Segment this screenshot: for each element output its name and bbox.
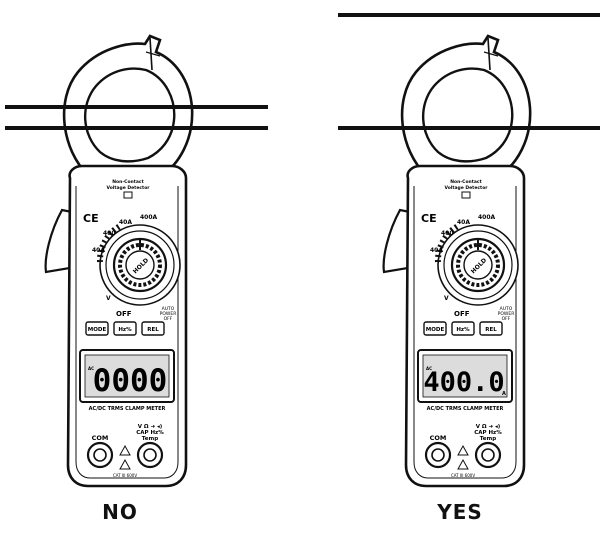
caption-yes: YES <box>437 500 483 524</box>
cat-rating: CAT III 600V <box>451 473 475 478</box>
v-label: CAP Hz% <box>136 430 164 436</box>
left-panel: Non-Contact Voltage Detector CE 400A 40A… <box>5 36 268 486</box>
dial-label: 40A <box>92 247 105 254</box>
sensor-label: Non-Contact <box>450 179 482 185</box>
auto-power-off: OFF <box>502 316 511 322</box>
lcd-reading: 0000 <box>93 363 168 399</box>
v-label: V Ω ➜ ◂) <box>138 424 163 430</box>
lcd-prefix: AC <box>88 366 94 371</box>
mode-button-label: MODE <box>426 327 445 333</box>
lcd-prefix: AC <box>426 366 432 371</box>
off-label: OFF <box>116 310 132 318</box>
auto-power-off: AUTO <box>162 306 175 312</box>
cat-rating: CAT III 600V <box>113 473 137 478</box>
rel-button-label: REL <box>147 327 159 333</box>
dial-label: 400 <box>441 230 454 237</box>
dial-label: V <box>444 295 449 302</box>
com-label: COM <box>430 434 447 442</box>
off-label: OFF <box>454 310 470 318</box>
lcd-unit: A <box>502 391 506 397</box>
model-label: AC/DC TRMS CLAMP METER <box>89 406 166 412</box>
auto-power-off: OFF <box>164 316 173 322</box>
ce-mark: CE <box>83 212 99 225</box>
dial-label: 400 <box>103 230 116 237</box>
auto-power-off: POWER <box>498 311 515 317</box>
sensor-label: Voltage Detector <box>106 185 150 191</box>
dial-label: 400A <box>478 214 496 221</box>
dial-label: 40A <box>430 247 443 254</box>
mode-button-label: MODE <box>88 327 107 333</box>
hz-button-label: Hz% <box>456 327 470 333</box>
ce-mark: CE <box>421 212 437 225</box>
model-label: AC/DC TRMS CLAMP METER <box>427 406 504 412</box>
hz-button-label: Hz% <box>118 327 132 333</box>
sensor-label: Voltage Detector <box>444 185 488 191</box>
v-label: Temp <box>480 436 496 442</box>
rel-button-label: REL <box>485 327 497 333</box>
v-label: V Ω ➜ ◂) <box>476 424 501 430</box>
dial-label: 40A <box>457 219 470 226</box>
dial-label: 40A <box>119 219 132 226</box>
auto-power-off: AUTO <box>500 306 513 312</box>
dial-label: V <box>106 295 111 302</box>
right-panel: Non-Contact Voltage Detector CE 400A 40A… <box>338 13 600 486</box>
sensor-label: Non-Contact <box>112 179 144 185</box>
v-label: Temp <box>142 436 158 442</box>
v-label: CAP Hz% <box>474 430 502 436</box>
com-label: COM <box>92 434 109 442</box>
lcd-reading: 400.0 <box>423 367 504 398</box>
auto-power-off: POWER <box>160 311 177 317</box>
dial-label: 400A <box>140 214 158 221</box>
caption-no: NO <box>102 500 138 524</box>
